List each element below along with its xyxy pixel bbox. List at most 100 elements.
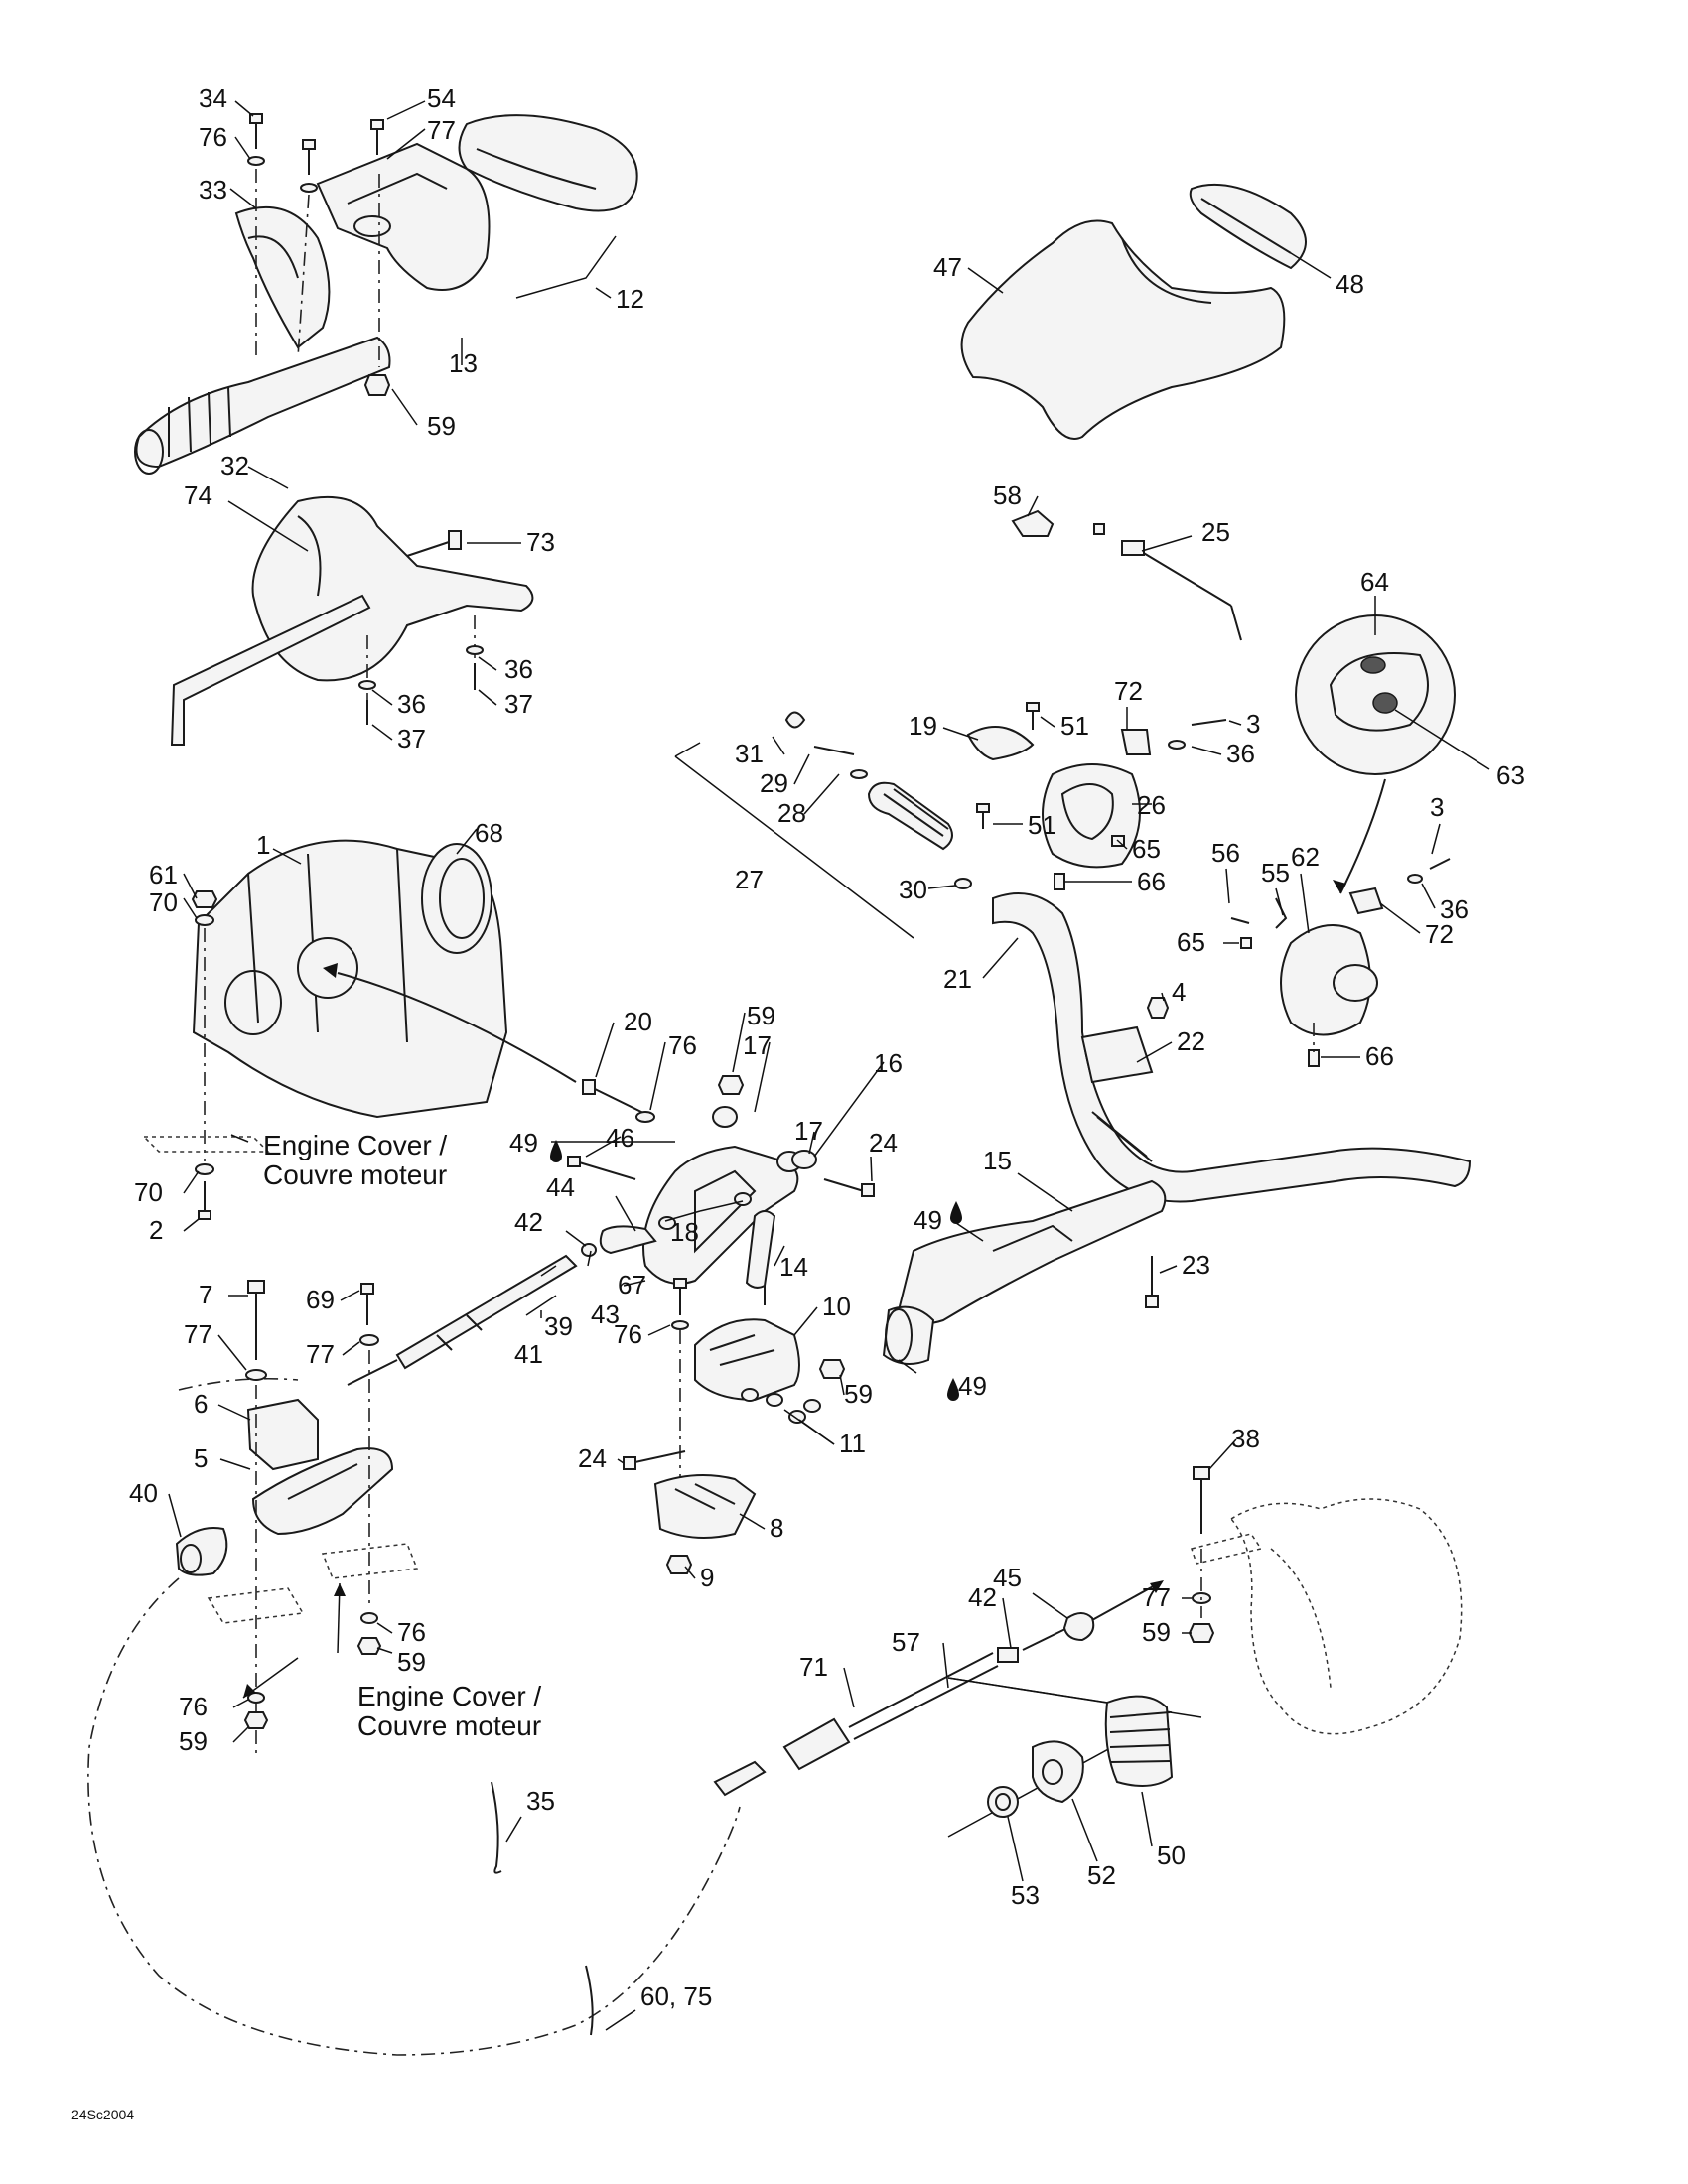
- part-label: 59: [427, 411, 456, 441]
- part-label: 72: [1425, 919, 1454, 949]
- handlebar-21: [992, 892, 1472, 1203]
- part-label: 77: [427, 115, 456, 145]
- part-label: 36: [1226, 739, 1255, 768]
- part-number-labels: 34 54 76 77 33 12 13 59 32 74 73 36 37 3…: [129, 83, 1525, 2011]
- part-label: 3: [1246, 709, 1260, 739]
- part-label: 46: [606, 1123, 634, 1153]
- part-label: 36: [397, 689, 426, 719]
- part-label: 6: [194, 1389, 208, 1419]
- part-label: 49: [509, 1128, 538, 1158]
- part-label: 25: [1201, 517, 1230, 547]
- part-label: 10: [822, 1292, 851, 1321]
- part-label: 45: [993, 1563, 1022, 1592]
- part-label: 14: [779, 1252, 808, 1282]
- switch-housing-26: [976, 702, 1227, 890]
- part-label: 11: [839, 1429, 866, 1458]
- part-label: 61: [149, 860, 178, 889]
- engine-cover-text-line1: Engine Cover /: [357, 1681, 541, 1711]
- part-label: 29: [760, 768, 788, 798]
- part-label: 37: [504, 689, 533, 719]
- part-label: 5: [194, 1443, 208, 1473]
- fitting-50: [491, 1695, 1174, 2036]
- clamp-10: [623, 1278, 846, 1574]
- part-label: 70: [149, 887, 178, 917]
- part-label: 13: [449, 348, 478, 378]
- part-label: 39: [544, 1311, 573, 1341]
- part-label: 35: [526, 1786, 555, 1816]
- part-label: 7: [199, 1280, 212, 1309]
- part-label: 65: [1177, 927, 1205, 957]
- part-label: 3: [1430, 792, 1444, 822]
- top-cover-assembly: [960, 183, 1307, 440]
- part-label: 59: [747, 1001, 775, 1030]
- part-label: 26: [1137, 790, 1166, 820]
- part-label: 53: [1011, 1880, 1040, 1910]
- part-label: 76: [397, 1617, 426, 1647]
- nozzle-outline: [1188, 1466, 1463, 1735]
- part-label: 24: [869, 1128, 898, 1158]
- part-label: 41: [514, 1339, 543, 1369]
- part-label: 28: [777, 798, 806, 828]
- grip-27-group: [674, 711, 1035, 939]
- steering-support-15: [882, 1179, 1167, 1365]
- part-label: 59: [397, 1647, 426, 1677]
- part-label: 1: [256, 830, 270, 860]
- part-label: 33: [199, 175, 227, 205]
- part-label: 71: [799, 1652, 828, 1682]
- part-label: 57: [892, 1627, 920, 1657]
- part-label: 74: [184, 480, 212, 510]
- detail-circle: [1295, 614, 1456, 894]
- part-label: 30: [899, 875, 927, 904]
- part-label: 47: [933, 252, 962, 282]
- cable-71-assembly: [713, 1580, 1202, 1797]
- part-label: 70: [134, 1177, 163, 1207]
- part-label: 18: [670, 1217, 699, 1247]
- part-label: 66: [1137, 867, 1166, 896]
- part-label: 40: [129, 1478, 158, 1508]
- part-label: 65: [1132, 834, 1161, 864]
- part-label: 50: [1157, 1841, 1186, 1870]
- part-label: 63: [1496, 760, 1525, 790]
- part-label: 17: [743, 1030, 772, 1060]
- engine-cover-annotation-bottom: Engine Cover / Couvre moteur: [357, 1681, 541, 1741]
- part-label: 44: [546, 1172, 575, 1202]
- part-label: 4: [1172, 977, 1186, 1007]
- support-5: [87, 1280, 741, 2056]
- part-label: 19: [909, 711, 937, 741]
- part-label: 54: [427, 83, 456, 113]
- cover-32-assembly: [170, 495, 534, 746]
- lubricant-drop-icon: [947, 1378, 959, 1401]
- part-label: 16: [874, 1048, 903, 1078]
- part-label: 42: [514, 1207, 543, 1237]
- part-label: 22: [1177, 1026, 1205, 1056]
- part-label: 55: [1261, 858, 1290, 887]
- lubricant-symbols: [550, 1140, 962, 1401]
- part-label: 31: [735, 739, 764, 768]
- part-label: 69: [306, 1285, 335, 1314]
- part-label: 68: [475, 818, 503, 848]
- part-label: 59: [844, 1379, 873, 1409]
- part-label: 24: [578, 1443, 607, 1473]
- part-label: 38: [1231, 1424, 1260, 1453]
- part-label: 17: [794, 1116, 823, 1146]
- part-label: 23: [1182, 1250, 1210, 1280]
- drawing-code: 24Sc2004: [71, 2107, 134, 2122]
- part-label: 36: [504, 654, 533, 684]
- arm-16: [551, 1075, 875, 1285]
- engine-cover-text-line2: Couvre moteur: [357, 1710, 541, 1741]
- part-label: 76: [179, 1692, 208, 1721]
- part-label: 76: [199, 122, 227, 152]
- part-label: 37: [397, 724, 426, 753]
- part-label: 58: [993, 480, 1022, 510]
- part-label: 43: [591, 1299, 620, 1329]
- part-label: 77: [1142, 1582, 1171, 1612]
- engine-cover-annotation-top: Engine Cover / Couvre moteur: [263, 1130, 447, 1190]
- part-label: 27: [735, 865, 764, 894]
- part-label: 76: [614, 1319, 642, 1349]
- part-label: 2: [149, 1215, 163, 1245]
- part-label: 49: [958, 1371, 987, 1401]
- part-label: 52: [1087, 1860, 1116, 1890]
- part-label: 60, 75: [640, 1981, 712, 2011]
- part-label: 76: [668, 1030, 697, 1060]
